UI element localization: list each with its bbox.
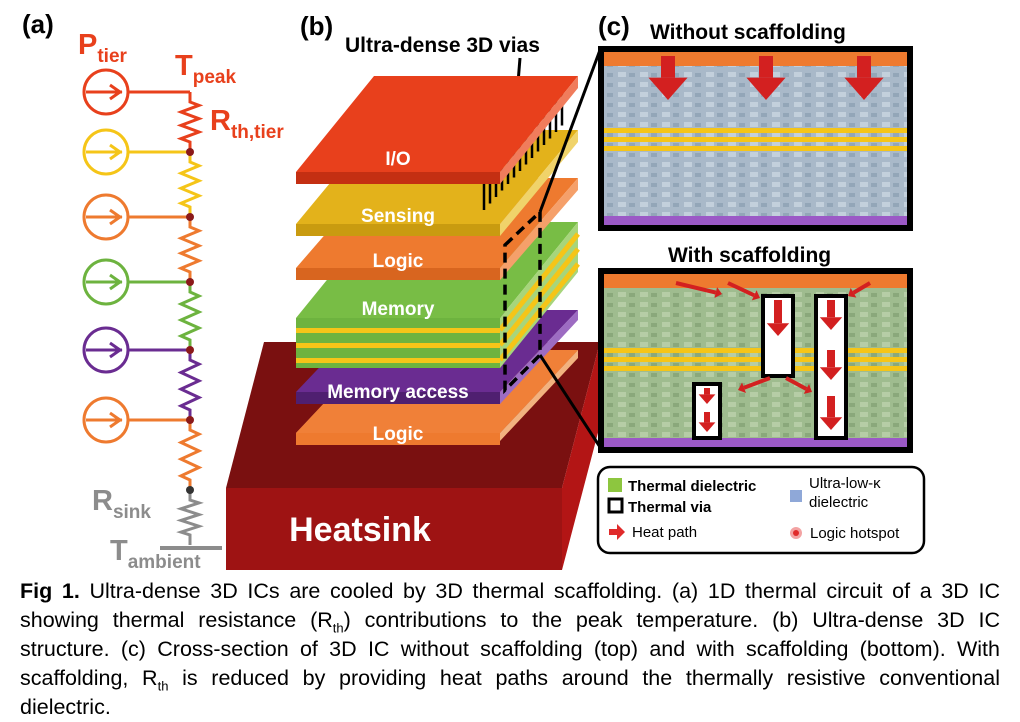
heat-path-arrow-via-head	[698, 422, 716, 432]
heat-path-arrow-down-head	[746, 77, 786, 100]
panel-a-label: (a)	[22, 9, 54, 39]
layer-label-sensing: Sensing	[361, 206, 435, 227]
thermal-resistor-4	[177, 282, 203, 350]
panel-b-label: (b)	[300, 11, 333, 41]
heat-path-arrows-bottom	[675, 281, 872, 432]
legend: Thermal dielectric Thermal via Heat path…	[596, 465, 926, 555]
thermal-circuit	[82, 68, 222, 550]
circuit-node	[186, 213, 194, 221]
heat-path-arrow-via-head	[766, 323, 790, 336]
figure-canvas: (a) Ptier Tpeak Rth,tier Rsink Tambient …	[22, 9, 926, 573]
heat-path-arrow-down-head	[844, 77, 884, 100]
layer-io: I/O	[296, 76, 578, 184]
heat-path-arrow-lateral-head	[848, 287, 857, 298]
caption-sub-2: th	[157, 678, 169, 694]
legend-logic-hotspot: Logic hotspot	[810, 525, 900, 542]
legend-swatch-thermal-via	[607, 497, 624, 514]
heatsink-label: Heatsink	[289, 511, 431, 549]
leader-line-top	[538, 49, 602, 213]
legend-swatch-thermal-dielectric	[608, 478, 622, 492]
heat-path-arrow-lateral	[675, 281, 717, 295]
figure-caption: Fig 1. Ultra-dense 3D ICs are cooled by …	[20, 577, 1000, 722]
legend-thermal-via: Thermal via	[628, 499, 712, 516]
caption-part-3: is reduced by providing heat paths aroun…	[20, 666, 1000, 719]
heat-path-arrow-spread	[785, 376, 808, 391]
cross-section-selection	[503, 207, 542, 395]
caption-part-2: ) contributions to the peak temperature.…	[20, 608, 1000, 690]
thermal-resistor-5	[177, 350, 203, 420]
caption-sub-1: th	[332, 620, 344, 636]
panel-c: (c) Without scaffolding With scaffolding	[596, 11, 926, 555]
circuit-node	[186, 416, 194, 424]
top-section-title: Without scaffolding	[650, 21, 846, 44]
heat-path-arrow-via-head	[819, 317, 843, 330]
heat-path-arrow-spread-head	[803, 384, 812, 394]
t-peak-label: Tpeak	[175, 50, 236, 88]
r-th-tier-label: Rth,tier	[210, 105, 284, 143]
panel-a: (a) Ptier Tpeak Rth,tier Rsink Tambient	[22, 9, 284, 573]
legend-heat-path: Heat path	[632, 524, 697, 541]
cross-section-without-scaffolding	[598, 46, 913, 231]
heat-path-arrow-spread-head	[738, 382, 746, 393]
thermal-resistor-1	[176, 92, 204, 152]
heat-path-arrows-top	[648, 56, 884, 100]
layer-label-io: I/O	[385, 149, 410, 170]
heat-path-arrow-spread	[743, 376, 771, 390]
thermal-resistor-2	[177, 152, 203, 217]
r-sink-label: Rsink	[92, 485, 151, 523]
bottom-section-title: With scaffolding	[668, 244, 831, 267]
t-ambient-label: Tambient	[110, 535, 201, 573]
thermal-resistor-6	[177, 420, 203, 490]
legend-heat-path-icon	[609, 524, 625, 540]
circuit-node	[186, 486, 194, 494]
caption-part-1: Ultra-dense 3D ICs are cooled by 3D ther…	[20, 579, 1000, 632]
leader-line-bottom	[538, 354, 602, 448]
circuit-node	[186, 148, 194, 156]
sink-resistor	[176, 490, 204, 545]
cross-section-with-scaffolding	[598, 268, 913, 453]
heat-path-arrow-via-head	[819, 367, 843, 380]
vias-label: Ultra-dense 3D vias	[345, 34, 540, 57]
legend-thermal-dielectric: Thermal dielectric	[628, 478, 756, 495]
heat-path-arrow-via-head	[698, 394, 716, 404]
legend-swatch-ultra-low-k	[790, 490, 802, 502]
heat-path-arrow-lateral	[852, 281, 872, 295]
heat-path-arrow-lateral	[727, 281, 756, 298]
heat-path-arrow-via-head	[819, 417, 843, 430]
heat-path-arrow-lateral-head	[714, 287, 722, 298]
layer-label-logic-bottom: Logic	[373, 424, 424, 445]
layer-stack: Logic Memory access Memory	[296, 76, 580, 445]
thermal-via-3	[692, 382, 722, 440]
heat-path-arrow-down-head	[648, 77, 688, 100]
layer-label-memory-access: Memory access	[327, 382, 469, 403]
layer-label-logic-middle: Logic	[373, 251, 424, 272]
panel-c-label: (c)	[598, 11, 630, 41]
layer-label-memory: Memory	[362, 299, 435, 320]
circuit-node	[186, 278, 194, 286]
p-tier-label: Ptier	[78, 29, 128, 67]
circuit-node	[186, 346, 194, 354]
heat-path-arrow-lateral-head	[751, 290, 760, 301]
panel-b: (b) Ultra-dense 3D vias Heatsink Logic	[226, 11, 602, 570]
thermal-resistor-3	[177, 217, 203, 282]
caption-fig-label: Fig 1.	[20, 579, 80, 603]
